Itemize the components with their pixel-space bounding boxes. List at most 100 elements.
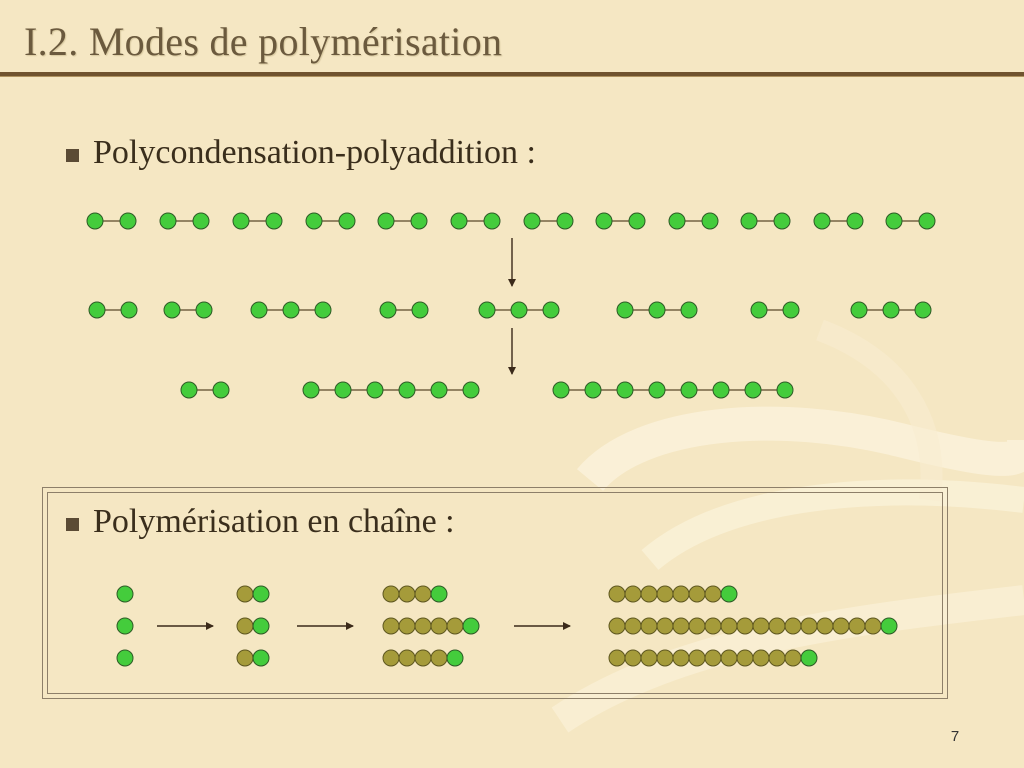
- active-chain-end: [252, 649, 270, 667]
- monomer-unit: [398, 381, 416, 399]
- section-label-polycondensation: Polycondensation-polyaddition :: [93, 134, 536, 171]
- active-chain-end: [720, 585, 738, 603]
- polymerized-unit: [672, 649, 690, 667]
- monomer-unit: [462, 381, 480, 399]
- monomer-unit: [701, 212, 719, 230]
- monomer-unit: [120, 301, 138, 319]
- monomer-unit: [338, 212, 356, 230]
- monomer-unit: [302, 381, 320, 399]
- polymerized-unit: [672, 585, 690, 603]
- monomer-unit: [776, 381, 794, 399]
- monomer-unit: [159, 212, 177, 230]
- polymerized-unit: [768, 649, 786, 667]
- monomer-unit: [250, 301, 268, 319]
- monomer-unit: [195, 301, 213, 319]
- square-bullet-icon: [66, 517, 79, 531]
- monomer-unit: [410, 212, 428, 230]
- monomer-unit: [192, 212, 210, 230]
- polymerized-unit: [704, 617, 722, 635]
- polymerized-unit: [624, 585, 642, 603]
- monomer-unit: [212, 381, 230, 399]
- polymerized-unit: [704, 649, 722, 667]
- monomer-unit: [377, 212, 395, 230]
- monomer-unit: [305, 212, 323, 230]
- section-chain: Polymérisation en chaîne :: [66, 503, 455, 541]
- section-polycondensation: Polycondensation-polyaddition :: [66, 134, 536, 172]
- square-bullet-icon: [66, 148, 79, 162]
- polymerized-unit: [640, 649, 658, 667]
- monomer-unit: [914, 301, 932, 319]
- monomer-unit: [680, 381, 698, 399]
- polymerized-unit: [608, 649, 626, 667]
- monomer-unit: [556, 212, 574, 230]
- active-chain-end: [116, 585, 134, 603]
- active-chain-end: [446, 649, 464, 667]
- monomer-unit: [232, 212, 250, 230]
- polymerized-unit: [688, 585, 706, 603]
- polymerized-unit: [656, 585, 674, 603]
- monomer-unit: [740, 212, 758, 230]
- polymerized-unit: [608, 585, 626, 603]
- polymerized-unit: [430, 649, 448, 667]
- polymerized-unit: [446, 617, 464, 635]
- monomer-unit: [628, 212, 646, 230]
- polymerized-unit: [720, 649, 738, 667]
- active-chain-end: [430, 585, 448, 603]
- polymerized-unit: [624, 649, 642, 667]
- polymerized-unit: [382, 649, 400, 667]
- monomer-unit: [773, 212, 791, 230]
- polymerized-unit: [800, 617, 818, 635]
- monomer-unit: [850, 301, 868, 319]
- monomer-unit: [119, 212, 137, 230]
- monomer-unit: [379, 301, 397, 319]
- monomer-unit: [86, 212, 104, 230]
- polymerized-unit: [720, 617, 738, 635]
- active-chain-end: [880, 617, 898, 635]
- polymerized-unit: [640, 617, 658, 635]
- monomer-unit: [595, 212, 613, 230]
- active-chain-end: [462, 617, 480, 635]
- monomer-unit: [542, 301, 560, 319]
- monomer-unit: [846, 212, 864, 230]
- monomer-unit: [430, 381, 448, 399]
- polymerized-unit: [624, 617, 642, 635]
- monomer-unit: [510, 301, 528, 319]
- monomer-unit: [483, 212, 501, 230]
- polymerized-unit: [784, 649, 802, 667]
- title-underline: [0, 72, 1024, 77]
- polymerized-unit: [688, 617, 706, 635]
- monomer-unit: [411, 301, 429, 319]
- active-chain-end: [116, 617, 134, 635]
- monomer-unit: [885, 212, 903, 230]
- chain-polymerization-frame: [42, 487, 948, 699]
- monomer-unit: [616, 301, 634, 319]
- monomer-unit: [668, 212, 686, 230]
- section-label-chain: Polymérisation en chaîne :: [93, 503, 455, 540]
- monomer-unit: [88, 301, 106, 319]
- polymerized-unit: [236, 649, 254, 667]
- monomer-unit: [584, 381, 602, 399]
- polymerized-unit: [656, 617, 674, 635]
- polymerized-unit: [236, 617, 254, 635]
- monomer-unit: [265, 212, 283, 230]
- polymerized-unit: [704, 585, 722, 603]
- monomer-unit: [813, 212, 831, 230]
- polymerized-unit: [752, 617, 770, 635]
- monomer-unit: [334, 381, 352, 399]
- active-chain-end: [252, 585, 270, 603]
- polymerized-unit: [398, 585, 416, 603]
- monomer-unit: [918, 212, 936, 230]
- polymerized-unit: [414, 649, 432, 667]
- polymerized-unit: [672, 617, 690, 635]
- active-chain-end: [800, 649, 818, 667]
- polymerized-unit: [736, 649, 754, 667]
- frame-inner-border: [47, 492, 943, 694]
- polymerized-unit: [414, 617, 432, 635]
- monomer-unit: [744, 381, 762, 399]
- monomer-unit: [163, 301, 181, 319]
- polymerized-unit: [688, 649, 706, 667]
- polymerized-unit: [382, 617, 400, 635]
- polymerized-unit: [430, 617, 448, 635]
